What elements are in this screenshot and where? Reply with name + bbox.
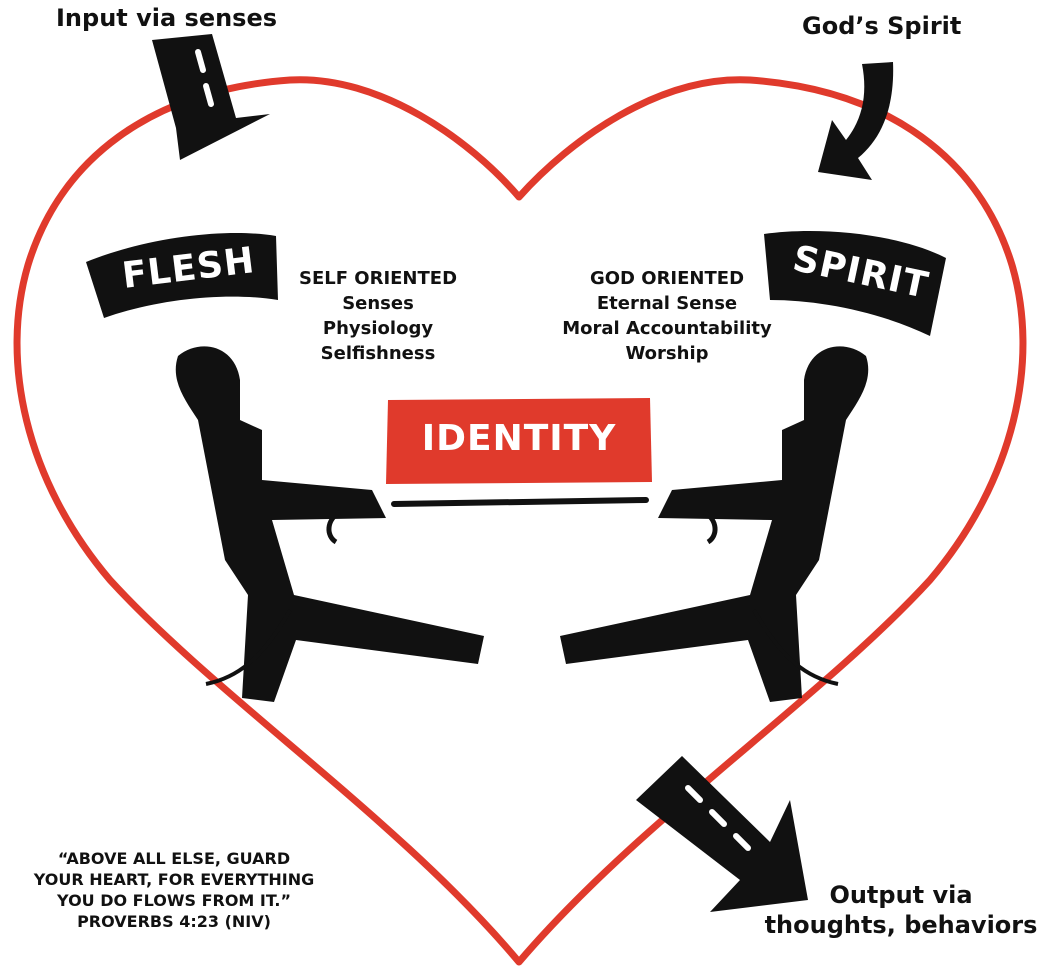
self-oriented-item: Senses — [342, 293, 414, 314]
output-label-line: thoughts, behaviors — [764, 911, 1038, 939]
scripture-quote: “ABOVE ALL ELSE, GUARD YOUR HEART, FOR E… — [4, 848, 344, 932]
identity-box — [386, 398, 652, 484]
self-oriented-block: SELF ORIENTED Senses Physiology Selfishn… — [278, 266, 478, 366]
output-label-line: Output via — [829, 881, 973, 909]
quote-line: YOUR HEART, FOR EVERYTHING — [33, 870, 315, 889]
god-oriented-item: Moral Accountability — [562, 318, 772, 339]
flesh-banner — [86, 233, 278, 318]
output-label: Output via thoughts, behaviors — [760, 880, 1042, 940]
identity-label: IDENTITY — [421, 418, 617, 459]
table-line — [391, 497, 649, 507]
god-oriented-item: Worship — [625, 343, 709, 364]
heart-outline — [13, 76, 1027, 966]
god-oriented-item: Eternal Sense — [596, 293, 738, 314]
god-oriented-block: GOD ORIENTED Eternal Sense Moral Account… — [548, 266, 786, 366]
input-arrow-icon — [152, 34, 270, 160]
spirit-banner — [764, 231, 946, 336]
self-oriented-heading: SELF ORIENTED — [298, 268, 458, 289]
spirit-input-label: God’s Spirit — [802, 12, 962, 40]
self-oriented-item: Physiology — [322, 318, 434, 339]
quote-line: “ABOVE ALL ELSE, GUARD — [57, 849, 291, 868]
flesh-figure — [175, 346, 484, 702]
spirit-figure — [560, 346, 869, 702]
quote-line: YOU DO FLOWS FROM IT.” — [57, 891, 291, 910]
quote-citation: PROVERBS 4:23 (NIV) — [77, 912, 271, 931]
output-arrow-icon — [636, 756, 808, 912]
input-label: Input via senses — [56, 4, 278, 32]
spirit-arrow-icon — [818, 62, 894, 180]
self-oriented-item: Selfishness — [320, 343, 436, 364]
god-oriented-heading: GOD ORIENTED — [589, 268, 745, 289]
